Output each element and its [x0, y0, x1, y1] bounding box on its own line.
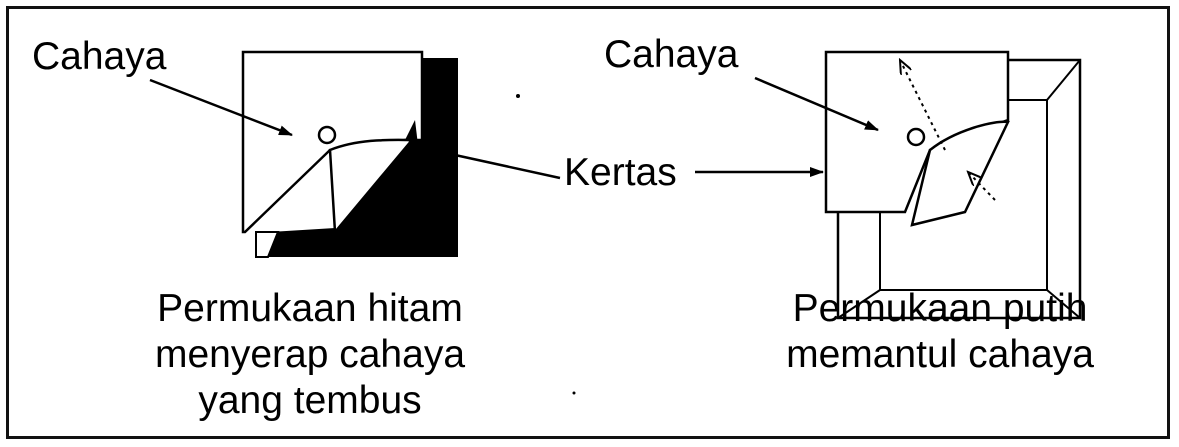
left-paper-corner: [405, 120, 418, 145]
caption-right: Permukaan putih memantul cahaya: [730, 286, 1150, 378]
tray-bevel-tr: [1046, 59, 1081, 101]
left-paper: [241, 50, 424, 236]
label-light-right: Cahaya: [604, 33, 739, 76]
black-surface: [256, 58, 458, 257]
caption-left-line-3: yang tembus: [198, 379, 422, 422]
label-paper: Kertas: [564, 151, 677, 194]
caption-left-line-1: Permukaan hitam: [157, 287, 463, 330]
caption-right-line-2: memantul cahaya: [786, 333, 1094, 376]
caption-right-line-1: Permukaan putih: [792, 287, 1088, 330]
tray-bevel-bl: [837, 289, 881, 319]
caption-left-line-2: menyerap cahaya: [154, 333, 466, 376]
left-light-arrow: [149, 78, 293, 137]
black-surface-base-white: [255, 231, 280, 258]
reflection-arrow-up: [900, 60, 946, 151]
right-light-arrow: [754, 76, 879, 132]
caption-left: Permukaan hitam menyerap cahaya yang tem…: [100, 286, 520, 424]
kertas-line-left: [422, 146, 561, 180]
diagram-border: [6, 6, 1170, 439]
right-paper-curl: [910, 120, 1010, 227]
right-light-spot: [906, 127, 926, 147]
label-light-left: Cahaya: [32, 35, 167, 78]
tray-bevel-br: [1046, 289, 1081, 319]
speck: [572, 391, 576, 395]
right-paper: [824, 50, 1010, 227]
black-surface-group: [255, 58, 458, 258]
left-light-spot: [317, 125, 337, 145]
speck: [516, 94, 520, 98]
